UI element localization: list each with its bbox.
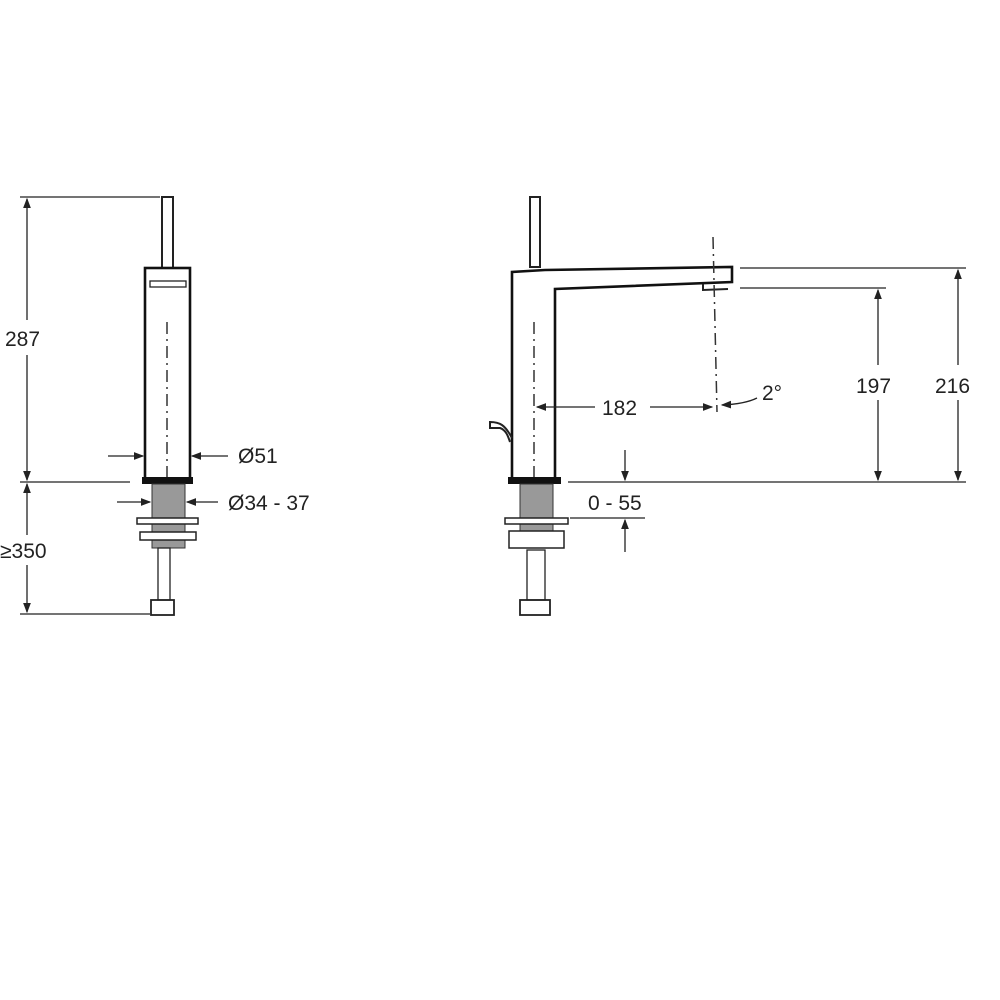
dim-spout-angle: 2° bbox=[762, 382, 782, 405]
dim-hole-diameter: Ø34 - 37 bbox=[228, 492, 310, 515]
dim-outlet-height: 197 bbox=[856, 375, 891, 398]
lever-rod bbox=[529, 196, 541, 268]
base-ring bbox=[508, 477, 561, 484]
faucet-body-and-spout bbox=[510, 265, 734, 481]
front-view: 182 2° 197 216 0 - 55 bbox=[489, 196, 970, 616]
body-band bbox=[149, 280, 187, 288]
supply-hose bbox=[157, 547, 171, 601]
base-ring bbox=[142, 477, 193, 484]
dim-spout-top-height: 216 bbox=[935, 375, 970, 398]
supply-hose bbox=[526, 549, 546, 601]
aerator bbox=[702, 284, 729, 292]
spout-centerline bbox=[712, 236, 718, 413]
washer bbox=[136, 517, 199, 525]
side-view: 287 ≥350 Ø51 Ø34 - 37 bbox=[0, 196, 310, 616]
hose-nut bbox=[519, 599, 551, 616]
lever-rod bbox=[161, 196, 174, 269]
dim-height-total: 287 bbox=[5, 328, 40, 351]
dim-reach: 182 bbox=[602, 397, 637, 420]
washer bbox=[504, 517, 569, 525]
side-lever bbox=[489, 420, 513, 443]
hose-nut bbox=[150, 599, 175, 616]
dim-body-diameter: Ø51 bbox=[238, 445, 278, 468]
dim-below-deck: ≥350 bbox=[0, 540, 47, 563]
angle-arrow bbox=[720, 397, 758, 409]
fixing-nut bbox=[508, 530, 565, 549]
fixing-plate bbox=[139, 531, 197, 541]
dim-deck-thickness: 0 - 55 bbox=[588, 492, 642, 515]
